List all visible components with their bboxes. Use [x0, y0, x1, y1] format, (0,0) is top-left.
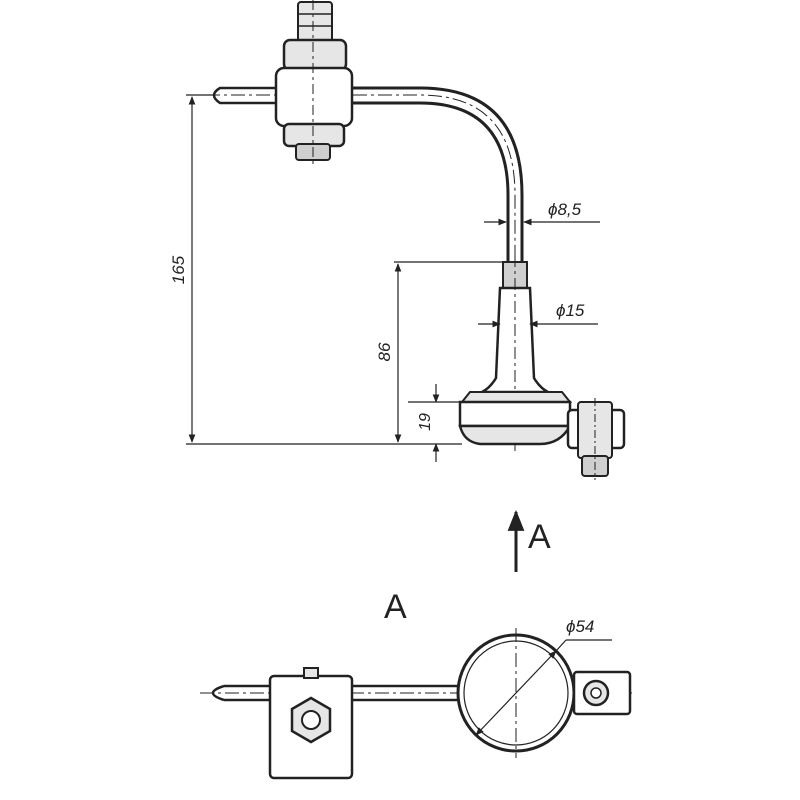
dimension-19: 19: [417, 384, 440, 462]
base: [458, 391, 573, 446]
gooseneck-tube: [278, 86, 524, 262]
top-clamp: [274, 0, 354, 165]
dimension-86: 86: [375, 263, 402, 443]
view-a-clamp-block: [268, 667, 354, 780]
base-clamp-screw: [566, 398, 626, 480]
pointed-tip: [206, 86, 278, 105]
dimension-165-label: 165: [169, 255, 188, 284]
section-title: A: [384, 588, 407, 626]
side-view: 165 86 19 ϕ8,5 ϕ15: [169, 0, 626, 480]
dimension-19-label: 19: [417, 413, 434, 431]
dimension-phi-8-5: ϕ8,5: [484, 200, 600, 226]
view-arrow: A: [507, 509, 551, 572]
dimension-phi-15-label: ϕ15: [556, 301, 585, 320]
view-arrow-label: A: [528, 518, 551, 556]
view-a-side-screw: [572, 670, 632, 716]
dimension-86-label: 86: [375, 342, 394, 361]
dimension-phi-54-label: ϕ54: [566, 617, 594, 636]
dimension-phi-15: ϕ15: [478, 301, 598, 328]
dimension-165: 165: [169, 96, 196, 443]
view-a: ϕ54: [200, 617, 632, 780]
dimension-phi-8-5-label: ϕ8,5: [548, 200, 582, 219]
view-a-base-circle: ϕ54: [456, 617, 612, 758]
